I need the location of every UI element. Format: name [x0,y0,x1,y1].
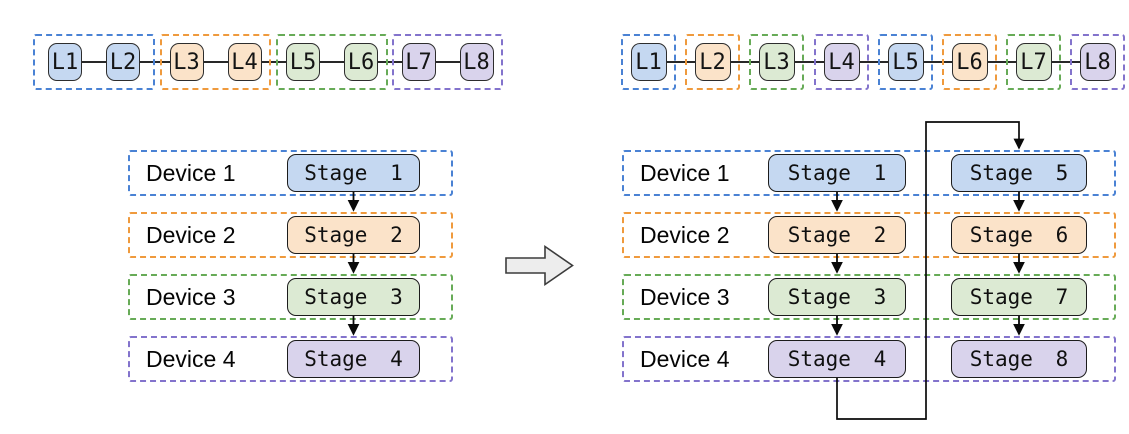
layer-group-l2: L2 [685,34,740,90]
layer-box: L8 [459,43,494,81]
stage-box: Stage 6 [951,216,1087,254]
device-row-4-left: Device 4 Stage 4 [128,336,453,382]
layer-box: L1 [48,43,82,81]
stage-box: Stage 7 [951,278,1087,316]
stage-box: Stage 4 [287,340,420,378]
device-label: Device 1 [640,159,730,186]
layer-box: L6 [344,43,378,81]
layer-box: L2 [106,43,140,81]
device-row-3-left: Device 3 Stage 3 [128,274,453,320]
layer-box: L5 [887,43,924,81]
device-row-2-left: Device 2 Stage 2 [128,212,453,258]
device-row-4-right: Device 4 Stage 4 Stage 8 [622,336,1116,382]
stage-box: Stage 2 [287,216,420,254]
stage-box: Stage 2 [768,216,906,254]
stage-box: Stage 1 [287,154,420,192]
layer-group-l5: L5 [878,34,933,90]
device-label: Device 3 [146,283,236,310]
layer-box: L4 [227,43,262,81]
layer-group-device4-left: L7 L8 [392,34,503,90]
device-label: Device 2 [146,221,236,248]
layer-group-l6: L6 [942,34,997,90]
device-label: Device 4 [640,345,730,372]
stage-box: Stage 5 [951,154,1087,192]
layer-group-l7: L7 [1006,34,1061,90]
stage-box: Stage 8 [951,340,1087,378]
layer-box: L4 [823,43,860,81]
device-row-1-right: Device 1 Stage 1 Stage 5 [622,150,1116,196]
stage-box: Stage 3 [287,278,420,316]
layer-group-l4: L4 [814,34,869,90]
layer-box: L8 [1079,43,1116,81]
device-label: Device 1 [146,159,236,186]
layer-box: L7 [1015,43,1052,81]
device-label: Device 4 [146,345,236,372]
layer-group-l8: L8 [1070,34,1125,90]
layer-box: L3 [169,43,204,81]
layer-box: L2 [694,43,731,81]
stage-box: Stage 3 [768,278,906,316]
device-row-3-right: Device 3 Stage 3 Stage 7 [622,274,1116,320]
device-row-2-right: Device 2 Stage 2 Stage 6 [622,212,1116,258]
stage-box: Stage 4 [768,340,906,378]
layer-box: L7 [401,43,436,81]
layer-box: L1 [630,43,667,81]
device-label: Device 3 [640,283,730,310]
layer-group-device3-left: L5 L6 [276,34,388,90]
layer-group-device2-left: L3 L4 [160,34,271,90]
layer-box: L5 [286,43,320,81]
layer-group-l1: L1 [621,34,676,90]
stage-box: Stage 1 [768,154,906,192]
layer-box: L6 [951,43,988,81]
layer-box: L3 [758,43,795,81]
layer-group-device1-left: L1 L2 [33,34,155,90]
device-row-1-left: Device 1 Stage 1 [128,150,453,196]
device-label: Device 2 [640,221,730,248]
layer-group-l3: L3 [749,34,804,90]
transform-arrow-icon [505,244,574,287]
